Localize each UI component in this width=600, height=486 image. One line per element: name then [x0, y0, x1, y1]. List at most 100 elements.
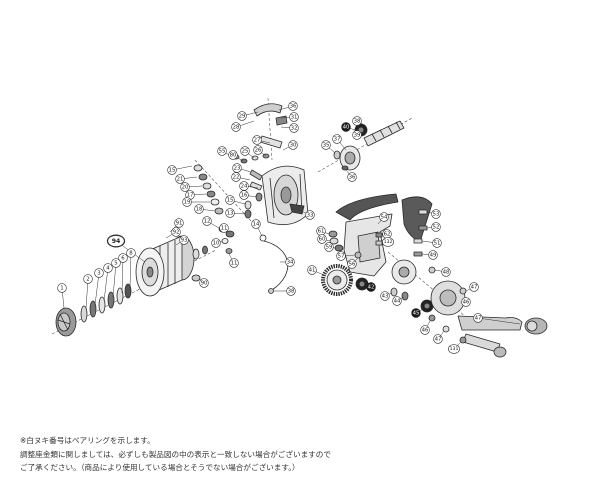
part-callout-13: 13	[225, 208, 246, 218]
callout-number: 2	[86, 276, 89, 282]
callout-number: 35	[323, 142, 330, 148]
callout-circle	[231, 172, 241, 182]
leader-line	[94, 272, 100, 306]
callout-number: 21	[177, 176, 184, 182]
callout-number: 62	[384, 231, 391, 237]
part-callout-19: 19	[182, 197, 210, 207]
callout-number: 40	[343, 124, 350, 130]
callout-circle	[252, 135, 262, 145]
callout-circle	[239, 190, 249, 200]
callout-number: 20	[182, 184, 189, 190]
callout-circle	[431, 222, 441, 232]
callout-number: 53	[433, 211, 440, 217]
callout-circle	[106, 234, 126, 248]
callout-number: 94	[112, 238, 121, 245]
part-callout-14: 14	[251, 219, 263, 237]
part-callout-57: 57	[336, 251, 356, 261]
callout-circle	[240, 146, 250, 156]
callout-number: 19	[184, 199, 191, 205]
callout-circle	[179, 235, 189, 245]
washer-note-continued: ご了承ください。（商品により使用している場合とそうでない場合がございます。）	[20, 463, 300, 472]
callout-number: 38	[354, 118, 361, 124]
part-callout-36: 36	[278, 101, 298, 111]
callout-number: 5	[114, 260, 117, 266]
leader-line	[477, 317, 521, 325]
part-callout-55: 55	[217, 146, 234, 158]
part-callout-15: 15	[167, 165, 193, 175]
callout-number: 39	[354, 132, 361, 138]
callout-circle	[237, 111, 247, 121]
callout-number: 26	[255, 147, 262, 153]
callout-circle	[432, 238, 442, 248]
callout-circle	[285, 257, 295, 267]
part-callout-80: 80	[228, 150, 244, 162]
callout-circle	[441, 267, 451, 277]
part-callout-2: 2	[83, 274, 93, 310]
callout-circle	[174, 218, 184, 228]
leader-line	[112, 262, 117, 298]
bail-arm	[232, 103, 288, 219]
callout-number: 33	[307, 212, 314, 218]
part-callout-3: 3	[94, 268, 104, 306]
callout-number: 11	[231, 260, 238, 266]
callout-circle	[126, 248, 136, 258]
callout-circle	[251, 219, 261, 229]
callout-circle	[347, 172, 357, 182]
callout-circle	[317, 234, 327, 244]
part-callout-22: 22	[231, 172, 251, 182]
callout-circle	[341, 122, 351, 132]
part-callout-37: 37	[332, 134, 347, 151]
part-callout-47: 47	[465, 282, 479, 292]
callout-circle	[461, 297, 471, 307]
part-callout-35: 35	[321, 140, 336, 154]
callout-circle	[171, 227, 181, 237]
callout-number: 36	[290, 103, 297, 109]
part-callout-11: 11	[219, 223, 229, 233]
callout-number: 56	[349, 261, 356, 267]
callout-number: 34	[287, 259, 294, 265]
callout-circle	[380, 291, 390, 301]
drive-gear	[321, 264, 369, 296]
bearing-callout-42: 42	[366, 282, 376, 292]
callout-number: 131	[450, 346, 459, 352]
callout-number: 6	[121, 255, 125, 261]
callout-circle	[175, 174, 185, 184]
callout-circle	[428, 250, 438, 260]
part-callout-51: 51	[421, 238, 442, 248]
callout-number: 31	[291, 114, 298, 120]
callout-number: 52	[433, 224, 440, 230]
callout-circle	[219, 223, 229, 233]
callout-circle	[448, 344, 460, 354]
callout-number: 90	[201, 280, 208, 286]
callout-circle	[473, 313, 483, 323]
part-callout-49: 49	[421, 250, 438, 260]
part-callout-46: 46	[420, 320, 431, 335]
callout-circle	[83, 274, 93, 284]
callout-number: 54	[381, 214, 388, 220]
callout-circle	[180, 182, 190, 192]
part-callout-25: 25	[240, 146, 255, 159]
callout-number: 37	[334, 136, 341, 142]
callout-circle	[194, 204, 204, 214]
part-callout-56: 56	[347, 257, 359, 269]
part-callout-33: 33	[296, 208, 315, 220]
part-callout-20: 20	[180, 182, 203, 192]
callout-number: 46	[463, 299, 470, 305]
bail-wire	[259, 234, 289, 294]
exploded-parts-diagram: 3629283132273055802526152120171923222416…	[51, 97, 548, 358]
callout-number: 61	[318, 228, 325, 234]
callout-circle	[289, 112, 299, 122]
callout-circle	[288, 101, 298, 111]
callout-number: 8	[129, 250, 133, 256]
callout-circle	[103, 263, 113, 273]
drag-washers	[80, 283, 132, 323]
callout-circle	[411, 308, 421, 318]
part-callout-27: 27	[252, 135, 271, 145]
part-callout-59: 59	[324, 242, 336, 252]
callout-number: 18	[196, 206, 203, 212]
callout-circle	[379, 212, 389, 222]
callout-number: 38	[288, 288, 295, 294]
callout-number: 30	[290, 142, 297, 148]
callout-circle	[324, 242, 334, 252]
